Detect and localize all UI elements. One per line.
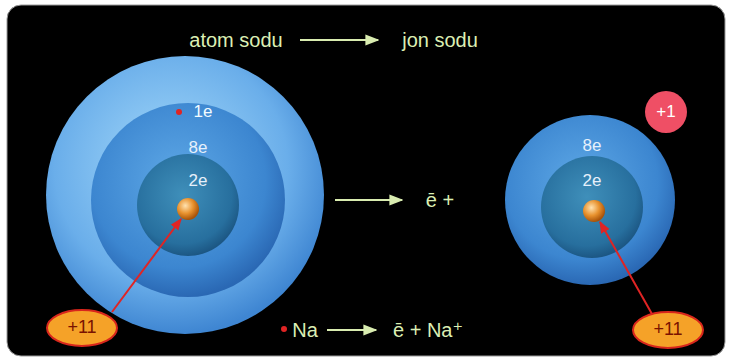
nucleus <box>583 200 605 222</box>
electron-shell: 2e <box>540 155 644 259</box>
charge-badge: +1 <box>644 90 688 134</box>
equation-term: Na <box>292 319 318 341</box>
title-part: atom sodu <box>189 29 282 51</box>
nucleus <box>177 198 199 220</box>
charge-badge-shape <box>645 91 687 133</box>
reaction-arrow <box>327 329 376 331</box>
equation-term: ē + Na⁺ <box>393 319 463 341</box>
electron-shell: 8e 2e <box>90 102 286 298</box>
nucleus-charge-shape <box>633 312 703 348</box>
electron-shell: 2e <box>136 153 240 257</box>
electron-count: 2e <box>189 172 208 191</box>
electron-count: 1e <box>194 103 213 122</box>
nucleus-charge-shape <box>47 310 117 346</box>
electron-shell: 1e 8e 2e <box>45 55 325 335</box>
reaction-term: ē + <box>426 189 454 211</box>
leader-line <box>600 222 652 314</box>
electron-count: 8e <box>189 139 208 158</box>
charge-label: +1 <box>656 103 675 122</box>
shape-outline <box>540 155 644 259</box>
electron-shell-shape <box>137 154 239 256</box>
electron-shell-shape <box>46 56 324 334</box>
charge-label: +11 <box>653 320 682 340</box>
title-part: jon sodu <box>402 29 478 51</box>
electron-count: 8e <box>583 137 602 156</box>
reaction-arrow <box>335 199 402 201</box>
leader-line <box>112 219 181 312</box>
nucleus-charge: +11 <box>46 309 118 347</box>
electron-shell: 8e 2e <box>504 114 676 286</box>
electron-shell-shape <box>541 156 643 258</box>
panel <box>7 5 725 356</box>
electron-dot <box>281 326 287 332</box>
electron-dot <box>176 109 182 115</box>
shape-outline <box>136 153 240 257</box>
electron-count: 2e <box>583 172 602 191</box>
nucleus-charge: +11 <box>632 311 704 349</box>
electron-shell-shape <box>91 103 285 297</box>
charge-label: +11 <box>67 318 96 338</box>
electron-shell-shape <box>505 115 675 285</box>
reaction-arrow <box>300 39 378 41</box>
